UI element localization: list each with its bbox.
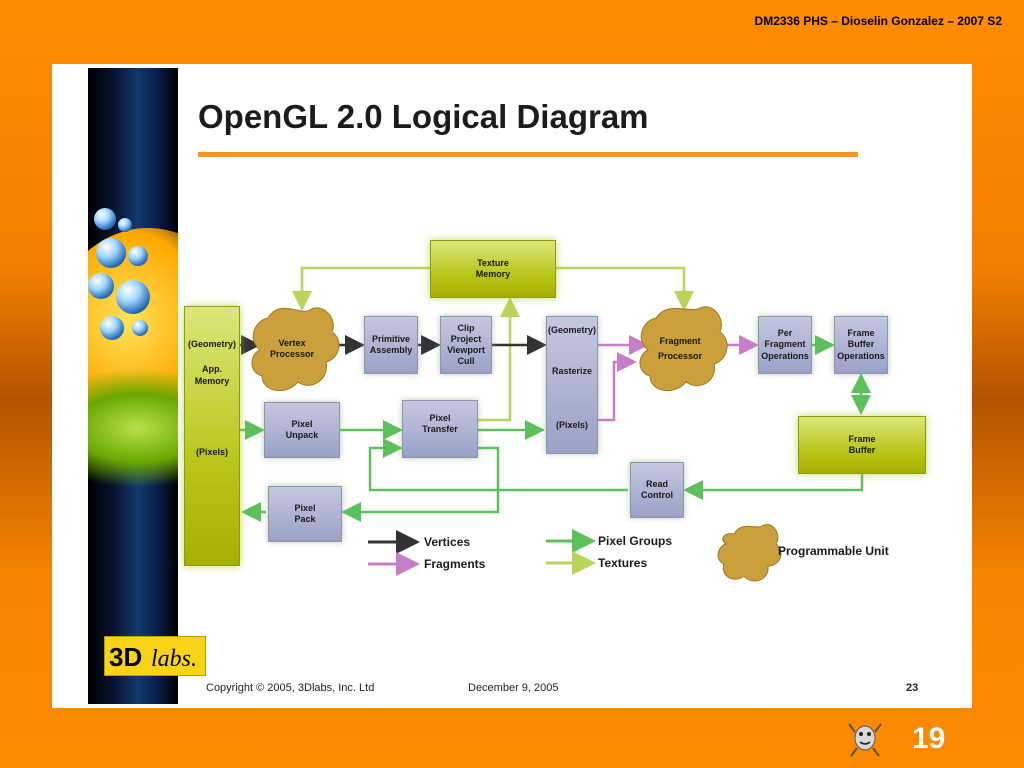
rasterize-geometry: (Geometry): [547, 325, 596, 335]
3dlabs-logo: 3D labs.: [104, 636, 206, 676]
legend-programmable-unit-label: Programmable Unit: [778, 544, 889, 558]
title-underline: [198, 152, 858, 157]
pixel-group-arrows: [240, 335, 871, 522]
frame-buffer-box: Frame Buffer: [798, 416, 926, 474]
svg-text:labs.: labs.: [151, 646, 197, 672]
svg-text:3D: 3D: [109, 642, 142, 672]
3dlabs-logo-mark: 3D labs.: [109, 642, 197, 672]
primitive-assembly-box: Primitive Assembly: [364, 316, 418, 374]
legend-vertices-label: Vertices: [424, 535, 471, 549]
legend-fragments-label: Fragments: [424, 557, 486, 571]
bubble-decoration: [88, 273, 114, 299]
footer-copyright: Copyright © 2005, 3Dlabs, Inc. Ltd: [206, 682, 375, 694]
left-decorative-panel: [88, 68, 178, 704]
footer-page: 23: [906, 682, 919, 694]
footer-date: December 9, 2005: [468, 682, 559, 694]
fragment-processor-blob: [639, 306, 728, 391]
slide-title: OpenGL 2.0 Logical Diagram: [198, 98, 649, 135]
read-control-box: Read Control: [630, 462, 684, 518]
bubble-decoration: [94, 208, 116, 230]
clip-project-box: Clip Project Viewport Cull: [440, 316, 492, 374]
app-memory-box: (Geometry) App. Memory (Pixels): [184, 306, 240, 566]
bubble-decoration: [132, 320, 148, 336]
header-text: DM2336 PHS – Dioselin Gonzalez – 2007 S2: [754, 14, 1002, 28]
bubble-decoration: [116, 280, 150, 314]
app-memory-pixels: (Pixels): [195, 446, 228, 457]
rasterize-label: Rasterize: [551, 366, 593, 377]
bubble-decoration: [100, 316, 124, 340]
mascot-icon: [848, 723, 882, 757]
rasterize-box: (Geometry) Rasterize (Pixels): [546, 316, 598, 454]
green-swoosh: [88, 368, 178, 488]
fragment-processor-label: Fragment Processor: [657, 336, 703, 362]
vertex-processor-blob: [251, 307, 340, 391]
per-fragment-operations-box: Per Fragment Operations: [758, 316, 812, 374]
texture-arrows: [292, 266, 694, 422]
pixel-transfer-box: Pixel Transfer: [402, 400, 478, 458]
bubble-decoration: [128, 246, 148, 266]
legend-programmable-unit-blob: [717, 524, 782, 582]
vertex-processor-label: Vertex Processor: [269, 338, 315, 360]
legend-pixel-groups-label: Pixel Groups: [598, 534, 673, 548]
bubble-decoration: [118, 218, 132, 232]
rasterize-pixels: (Pixels): [555, 419, 588, 430]
frame-buffer-operations-box: Frame Buffer Operations: [834, 316, 888, 374]
pixel-unpack-box: Pixel Unpack: [264, 402, 340, 458]
bubble-decoration: [96, 238, 126, 268]
pixel-pack-box: Pixel Pack: [268, 486, 342, 542]
slide-number: 19: [912, 722, 946, 755]
texture-memory-box: Texture Memory: [430, 240, 556, 298]
legend-textures-label: Textures: [598, 556, 648, 570]
app-memory-geometry: (Geometry): [187, 339, 236, 349]
